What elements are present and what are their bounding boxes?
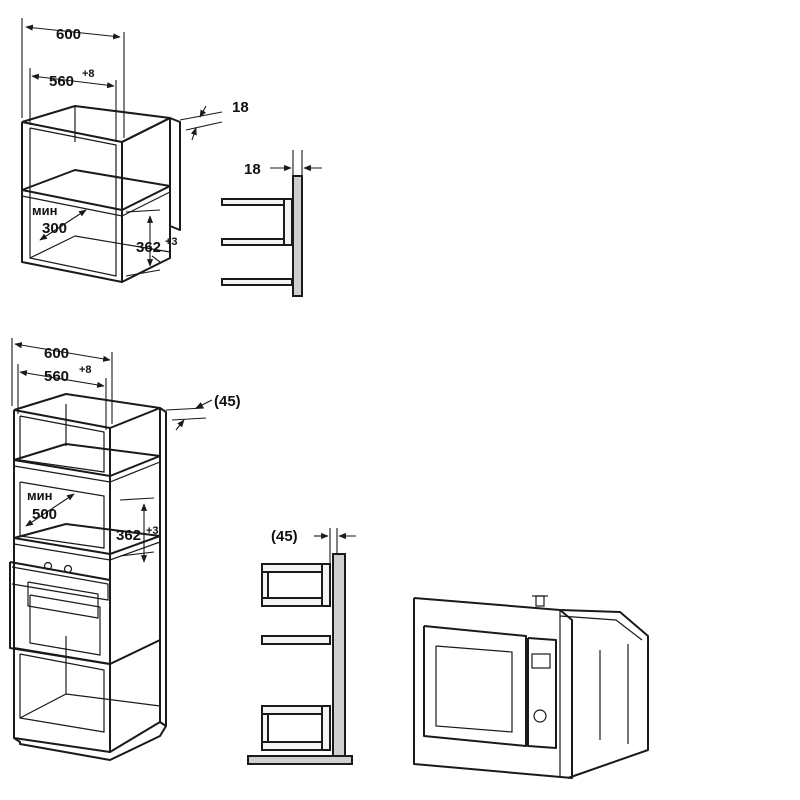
top-opening-height-tol: +3 [165,236,178,248]
top-inner-width-label: 560 [49,73,74,90]
top-inner-width-tol: +8 [82,68,95,80]
tall-inner-width-tol: +8 [79,364,92,376]
top-cabinet-drawing: 600 560 +8 18 мин 300 362 +3 [21,18,249,283]
tall-opening-height-label: 362 [116,527,141,544]
tall-cabinet-drawing: 600 560 +8 (45) мин 500 362 +3 [9,338,241,761]
top-opening-height-label: 362 [136,239,161,256]
tall-outer-width-label: 600 [44,345,69,362]
top-outer-width-label: 600 [56,26,81,43]
tall-min-depth-label: 500 [32,506,57,523]
tall-inner-width-label: 560 [44,368,69,385]
top-min-label: мин [32,203,57,218]
tall-side-section-detail: (45) [247,528,356,765]
tall-side-offset-label: (45) [271,528,298,545]
top-min-depth-label: 300 [42,220,67,237]
top-side-thickness-label: 18 [244,161,261,178]
top-side-section-detail: 18 [221,150,322,297]
tall-opening-height-tol: +3 [146,525,159,537]
tall-frame-offset-label: (45) [214,393,241,410]
top-wall-thickness-label: 18 [232,99,249,116]
tall-min-label: мин [27,488,52,503]
microwave-in-frame [413,595,649,779]
